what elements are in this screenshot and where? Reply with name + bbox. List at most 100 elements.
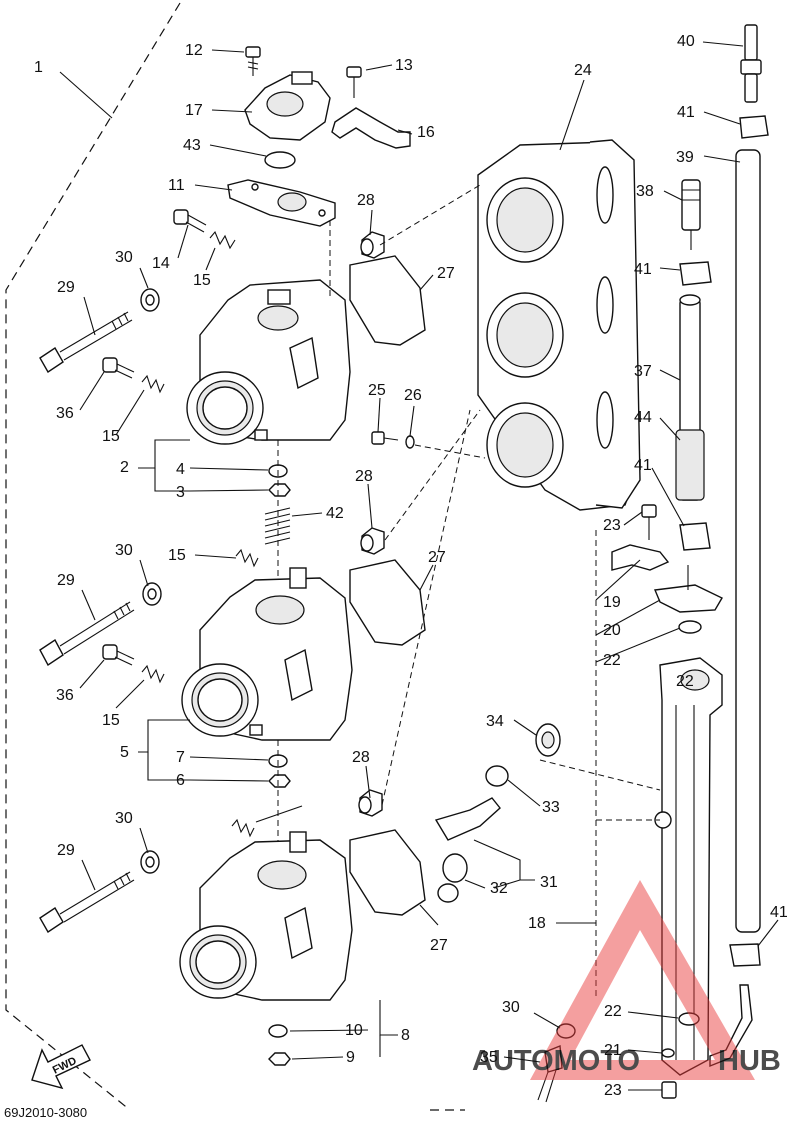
callout-28-a: 28 [357, 192, 375, 209]
callout-22-b: 22 [604, 1003, 622, 1020]
callout-27-b: 27 [428, 549, 446, 566]
spring-15-c [235, 548, 259, 568]
bracket-16 [331, 107, 411, 149]
callout-29-a: 29 [57, 279, 75, 296]
screw-36-a [102, 357, 135, 379]
fitting-40 [740, 24, 762, 103]
bolt-29-a [39, 311, 133, 373]
callout-30-a: 30 [115, 249, 133, 266]
bolt-29-c [39, 871, 135, 933]
fuel-line-dash [539, 530, 661, 1000]
assembly-boundary [5, 2, 465, 1111]
nut-10-9 [268, 1024, 291, 1066]
intake-manifold [477, 139, 641, 511]
callout-22-a: 22 [603, 652, 621, 669]
callout-1: 1 [34, 59, 43, 76]
screw-12 [245, 46, 261, 76]
callout-41-d: 41 [770, 904, 788, 921]
callout-17: 17 [185, 102, 203, 119]
callout-29-b: 29 [57, 572, 75, 589]
callout-11: 11 [168, 177, 185, 194]
leader-lines [79, 41, 779, 1091]
watermark-text-2: HUB [718, 1045, 781, 1077]
callout-31: 31 [540, 874, 558, 891]
callout-38: 38 [636, 183, 654, 200]
collar-28-c [358, 789, 383, 817]
callout-19: 19 [603, 594, 621, 611]
callout-36-b: 36 [56, 687, 74, 704]
watermark-text-1: AUTOMOTO [472, 1045, 640, 1077]
callout-15-top: 15 [193, 272, 211, 289]
callout-30-d: 30 [502, 999, 520, 1016]
fitting-34 [535, 723, 561, 757]
throttle-body-1 [186, 279, 351, 445]
callout-12: 12 [185, 42, 203, 59]
callout-29-c: 29 [57, 842, 75, 859]
throttle-body-3 [179, 831, 353, 1001]
callout-10: 10 [345, 1022, 363, 1039]
callout-18: 18 [528, 915, 546, 932]
callout-30-c: 30 [115, 810, 133, 827]
callout-24: 24 [574, 62, 592, 79]
gasket-27-a [349, 255, 426, 346]
callout-41-a: 41 [677, 104, 695, 121]
fuel-rail-18 [654, 657, 723, 1076]
throttle-body-2 [181, 567, 353, 741]
callout-39: 39 [676, 149, 694, 166]
collar-28-b [360, 527, 385, 555]
callout-3: 3 [176, 484, 185, 501]
callout-32: 32 [490, 880, 508, 897]
callout-44: 44 [634, 409, 652, 426]
throttle-position-sensor [244, 71, 331, 141]
callout-23-top: 23 [603, 517, 621, 534]
callout-36-a: 36 [56, 405, 74, 422]
callout-40: 40 [677, 33, 695, 50]
callout-33: 33 [542, 799, 560, 816]
callout-28-b: 28 [355, 468, 373, 485]
callout-22-c: 22 [676, 673, 694, 690]
screw-36-b [102, 644, 135, 666]
callout-15-a: 15 [102, 428, 120, 445]
callout-43: 43 [183, 137, 201, 154]
spring-15-a [141, 374, 165, 394]
callout-2: 2 [120, 459, 129, 476]
callout-9: 9 [346, 1049, 355, 1066]
callout-23-bottom: 23 [604, 1082, 622, 1099]
watermark-logo: AUTOMOTO HUB [472, 880, 781, 1080]
screw-23-top [641, 504, 657, 540]
collar-28-a [360, 231, 385, 259]
callout-14: 14 [152, 255, 170, 272]
callout-27-a: 27 [437, 265, 455, 282]
hose-39 [735, 149, 761, 933]
nut-4-3 [268, 464, 291, 497]
callout-7: 7 [176, 749, 185, 766]
plate-11 [227, 179, 336, 227]
callout-numbers: 1 2 3 4 5 6 7 8 9 10 11 12 13 14 15 15 1… [34, 33, 788, 1099]
bracket-19-20 [611, 544, 723, 634]
washer-30-c [140, 850, 160, 874]
callout-21: 21 [604, 1042, 622, 1059]
spring-15-d [231, 818, 255, 838]
callout-34: 34 [486, 713, 504, 730]
washer-30-b [142, 582, 162, 606]
callout-41-b: 41 [634, 261, 652, 278]
callout-15-c: 15 [102, 712, 120, 729]
callout-1-leader [59, 71, 113, 119]
callout-6: 6 [176, 772, 185, 789]
spring-15-b [141, 664, 165, 684]
nut-7-6 [268, 754, 291, 788]
callout-41-c: 41 [634, 457, 652, 474]
callout-27-c: 27 [430, 937, 448, 954]
fitting-38 [681, 179, 701, 250]
gasket-27-c [349, 829, 426, 916]
spring-15-top [209, 230, 236, 250]
screw-14 [173, 209, 207, 233]
callout-25: 25 [368, 382, 386, 399]
callout-35: 35 [480, 1049, 498, 1066]
pipe-37 [675, 294, 705, 501]
clamps-41 [679, 115, 769, 967]
bolt-29-b [39, 601, 135, 667]
callout-13: 13 [395, 57, 413, 74]
washer-30-a [140, 288, 160, 312]
